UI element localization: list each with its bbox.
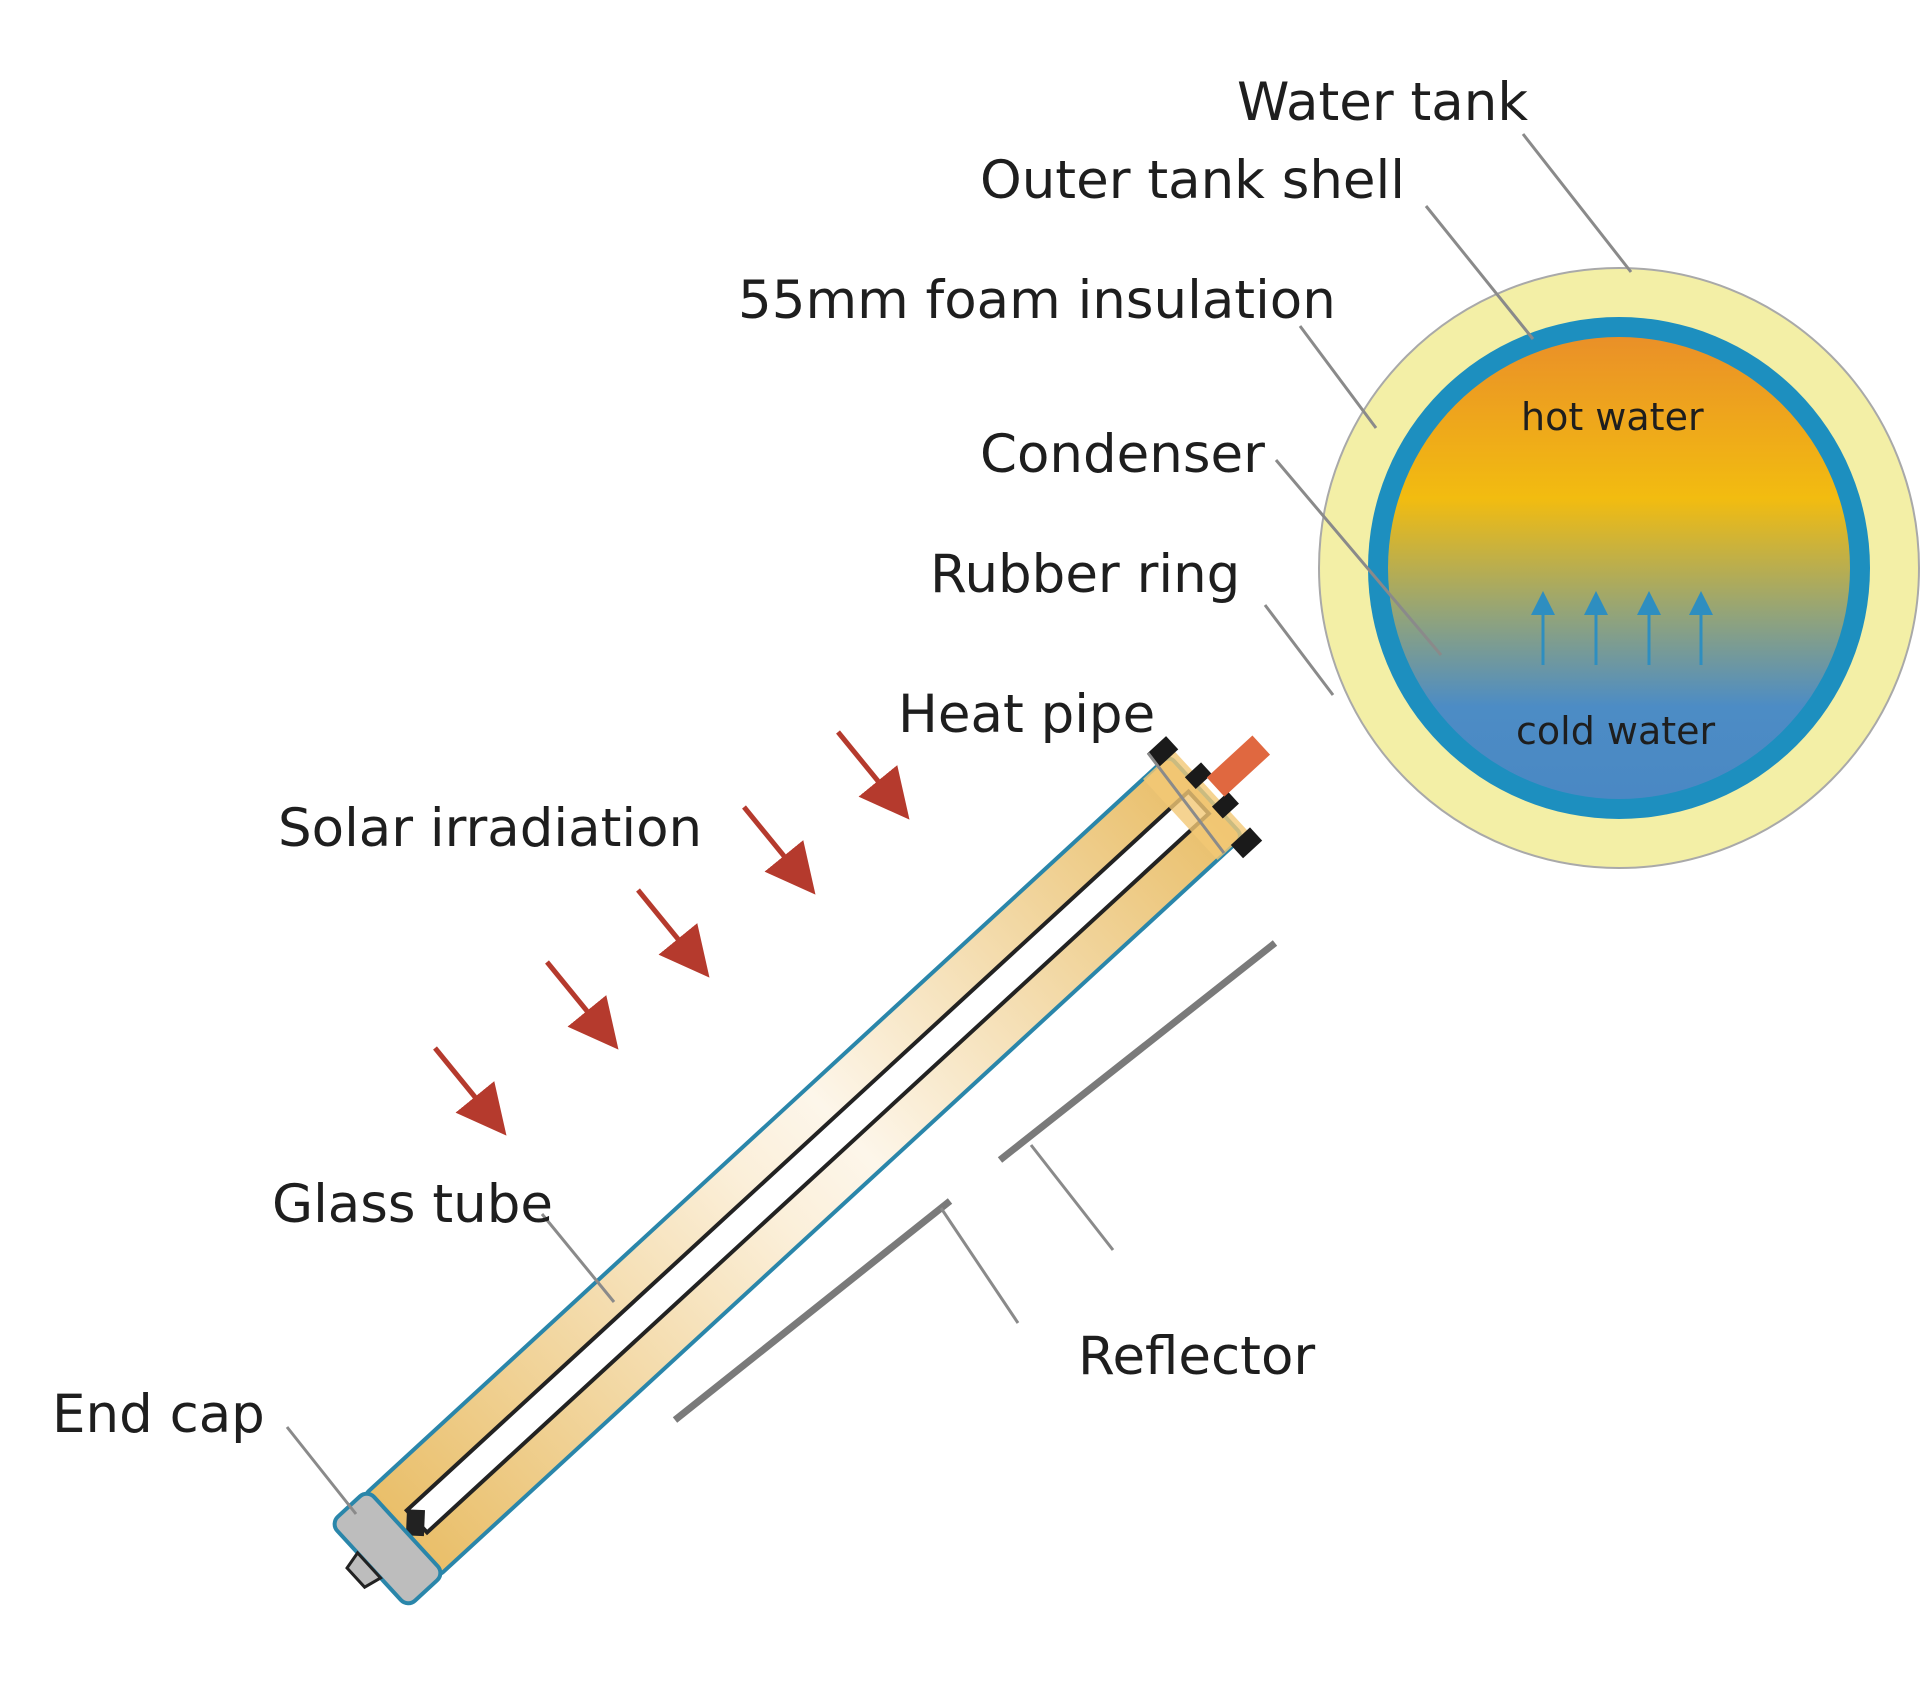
label-water-tank: Water tank: [1237, 72, 1529, 133]
leader-condenser: [1274, 459, 1443, 656]
leader-water-tank: [1521, 133, 1633, 273]
leader-foam-insulation: [1298, 325, 1378, 429]
leader-glass-tube: [540, 1213, 616, 1303]
water-tank: [1318, 267, 1920, 869]
label-glass-tube: Glass tube: [272, 1174, 553, 1235]
convection-arrows: [1531, 591, 1713, 665]
label-reflector: Reflector: [1078, 1326, 1316, 1387]
leader-reflector-upper: [1029, 1144, 1115, 1251]
water-body: [1388, 337, 1850, 799]
label-heat-pipe: Heat pipe: [898, 684, 1156, 745]
reflector: [672, 940, 1278, 1423]
rubber-ring-top: [1146, 736, 1179, 767]
label-end-cap: End cap: [52, 1384, 265, 1445]
leader-lines: [285, 133, 1633, 1515]
heat-pipe: [403, 788, 1212, 1536]
end-cap-nub: [345, 1550, 383, 1590]
evacuated-tube-assembly: [332, 735, 1271, 1606]
rubber-ring-inner-top: [1184, 762, 1212, 790]
leader-outer-tank-shell: [1424, 205, 1535, 340]
heat-pipe-tip: [405, 1509, 425, 1537]
leader-reflector-lower: [939, 1207, 1020, 1324]
rubber-ring-bottom: [1230, 827, 1263, 859]
reflector-plate-lower: [672, 1198, 953, 1423]
label-condenser: Condenser: [980, 424, 1265, 485]
condenser: [1206, 735, 1271, 797]
label-solar-irradiation: Solar irradiation: [278, 798, 703, 859]
label-rubber-ring: Rubber ring: [930, 544, 1241, 605]
reflector-plate-upper: [997, 940, 1278, 1163]
rubber-ring-inner-bottom: [1211, 791, 1239, 819]
leader-end-cap: [285, 1426, 358, 1515]
leader-heat-pipe: [1146, 752, 1226, 854]
label-foam-insulation: 55mm foam insulation: [738, 270, 1336, 331]
tube-manifold-end: [1143, 750, 1249, 860]
label-cold-water: cold water: [1516, 709, 1716, 753]
label-outer-tank-shell: Outer tank shell: [980, 150, 1405, 211]
leader-rubber-ring: [1263, 604, 1335, 696]
label-hot-water: hot water: [1521, 395, 1704, 439]
solar-irradiation-arrows: [433, 730, 910, 1136]
